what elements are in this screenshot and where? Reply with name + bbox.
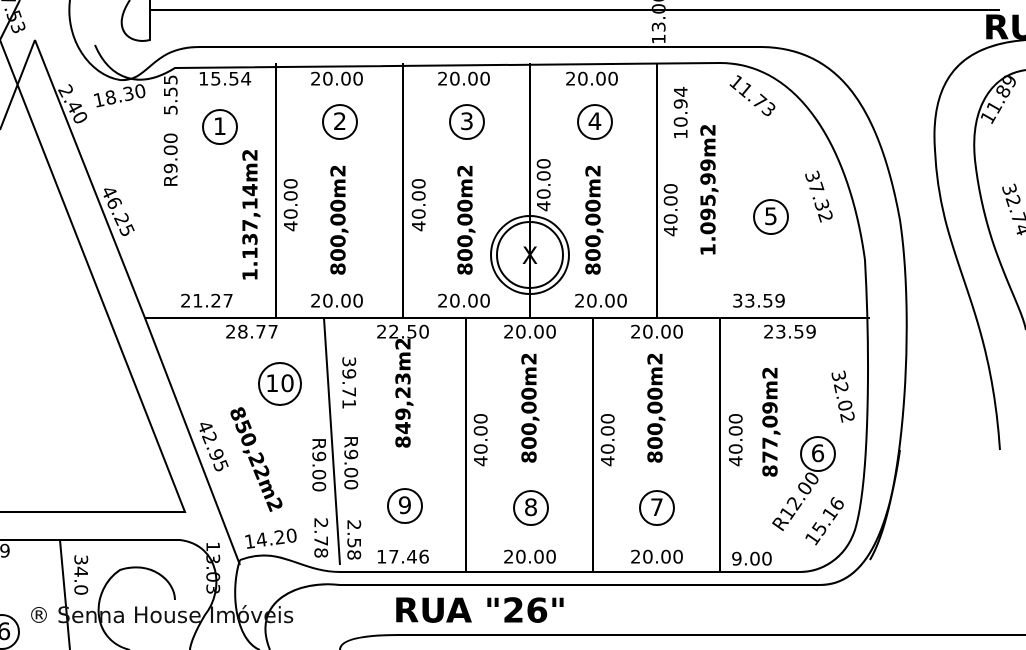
lot-1-area: 1.137,14m2 (239, 148, 263, 281)
lot-8-top: 20.00 (503, 322, 557, 344)
lot-4-top: 20.00 (565, 69, 619, 91)
lot-7-number: 7 (649, 494, 664, 522)
lot-8: 20.00 40.00 800,00m2 20.00 (471, 322, 558, 569)
lot-10-number: 10 (265, 370, 296, 398)
lot-9-side: 39.71 (338, 356, 360, 410)
right-lot-side: 32.74 (997, 181, 1026, 240)
lot-5: 10.94 11.73 40.00 1.095,99m2 37.32 33.59 (661, 71, 838, 313)
lot-8-side: 40.00 (471, 413, 493, 467)
lot-3: 20.00 40.00 800,00m2 20.00 (409, 69, 492, 313)
lot-1-arc-length: 5.55 (161, 74, 183, 116)
lot-10-left: 42.95 (192, 417, 233, 476)
watermark: ® Senna House Imóveis (28, 604, 295, 629)
lot-7: 20.00 40.00 800,00m2 20.00 (598, 322, 685, 569)
lot-5-bottom: 33.59 (732, 291, 786, 313)
bottom-left-side: 34.0 (70, 554, 92, 596)
lot-6-bottom: 9.00 (731, 549, 773, 571)
street-name-rua-26: RUA "26" (393, 592, 567, 632)
lot-9-number: 9 (397, 492, 412, 520)
lot-6-right: 32.02 (826, 368, 859, 426)
bottom-left-lot-number: 6 (0, 618, 12, 646)
lot-numbers: 1 2 3 4 5 6 7 8 9 10 (202, 104, 836, 526)
lot-1-corner: 2.40 (53, 81, 92, 129)
top-road-width: 13.00 (649, 0, 671, 45)
lot-8-number: 8 (523, 494, 538, 522)
lot-3-area: 800,00m2 (454, 164, 478, 276)
lot-4-bottom: 20.00 (574, 291, 628, 313)
lot-1-number: 1 (212, 113, 227, 141)
lot-2-bottom: 20.00 (310, 291, 364, 313)
lot-6-area: 877,09m2 (759, 366, 783, 478)
lot-6-top: 23.59 (763, 322, 817, 344)
lot-5-number: 5 (763, 203, 778, 231)
lot-5-area: 1.095,99m2 (697, 123, 721, 256)
lot-7-bottom: 20.00 (630, 547, 684, 569)
lot-7-side: 40.00 (598, 413, 620, 467)
lot-4-number: 4 (587, 108, 602, 136)
lot-3-side: 40.00 (409, 178, 431, 232)
lot-2-side: 40.00 (281, 178, 303, 232)
lot-2-number: 2 (332, 108, 347, 136)
lot-1-arc: 18.30 (91, 80, 149, 113)
lot-1-radius: R9.00 (161, 132, 183, 188)
lot-10-top: 28.77 (225, 322, 279, 344)
street-name-top-right: RU (983, 9, 1026, 49)
lot-10: 28.77 42.95 850,22m2 R9.00 2.78 14.20 (192, 322, 331, 560)
lot-1: 15.54 5.55 R9.00 18.30 2.40 46.25 1.137,… (53, 69, 263, 313)
lot-6-side: 40.00 (726, 413, 748, 467)
lot-10-bottom: 14.20 (242, 525, 299, 554)
lot-6-number: 6 (810, 440, 825, 468)
lot-5-top-side: 10.94 (671, 86, 693, 140)
lot-1-bottom: 21.27 (180, 291, 234, 313)
lot-3-bottom: 20.00 (437, 291, 491, 313)
lot-5-right: 37.32 (800, 168, 838, 227)
lot-3-top: 20.00 (437, 69, 491, 91)
lot-3-number: 3 (459, 108, 474, 136)
lot-10-area: 850,22m2 (224, 403, 288, 516)
lot-8-bottom: 20.00 (503, 547, 557, 569)
lot-6: 23.59 40.00 877,09m2 32.02 R12.00 15.16 … (726, 322, 859, 571)
lot-2: 20.00 40.00 800,00m2 20.00 (281, 69, 365, 313)
lot-10-radius: R9.00 (308, 437, 330, 493)
lot-9-area: 849,23m2 (392, 337, 416, 449)
lot-7-top: 20.00 (630, 322, 684, 344)
bottom-left-number: 9 (0, 541, 11, 563)
lot-9-bottom: 17.46 (376, 547, 430, 569)
center-marker: X (490, 215, 570, 295)
lot-10-arc: 2.78 (310, 517, 332, 559)
lot-8-area: 800,00m2 (518, 352, 542, 464)
lot-5-arc: 11.73 (724, 71, 780, 123)
center-marker-label: X (522, 242, 538, 270)
lot-9-arc: 2.58 (343, 519, 365, 561)
lot-5-side: 40.00 (661, 183, 683, 237)
lot-9-top: 22.50 (376, 322, 430, 344)
bottom-road-width: 13.03 (202, 541, 224, 595)
lot-2-top: 20.00 (310, 69, 364, 91)
lot-4-area: 800,00m2 (582, 164, 606, 276)
lot-1-top: 15.54 (198, 69, 252, 91)
lot-9: 22.50 39.71 R9.00 2.58 849,23m2 17.46 (338, 322, 431, 569)
lot-2-area: 800,00m2 (327, 164, 351, 276)
lot-7-area: 800,00m2 (644, 352, 668, 464)
lot-4-side: 40.00 (534, 158, 556, 212)
lot-4: 20.00 40.00 800,00m2 20.00 (534, 69, 629, 313)
lot-9-radius: R9.00 (340, 435, 362, 491)
